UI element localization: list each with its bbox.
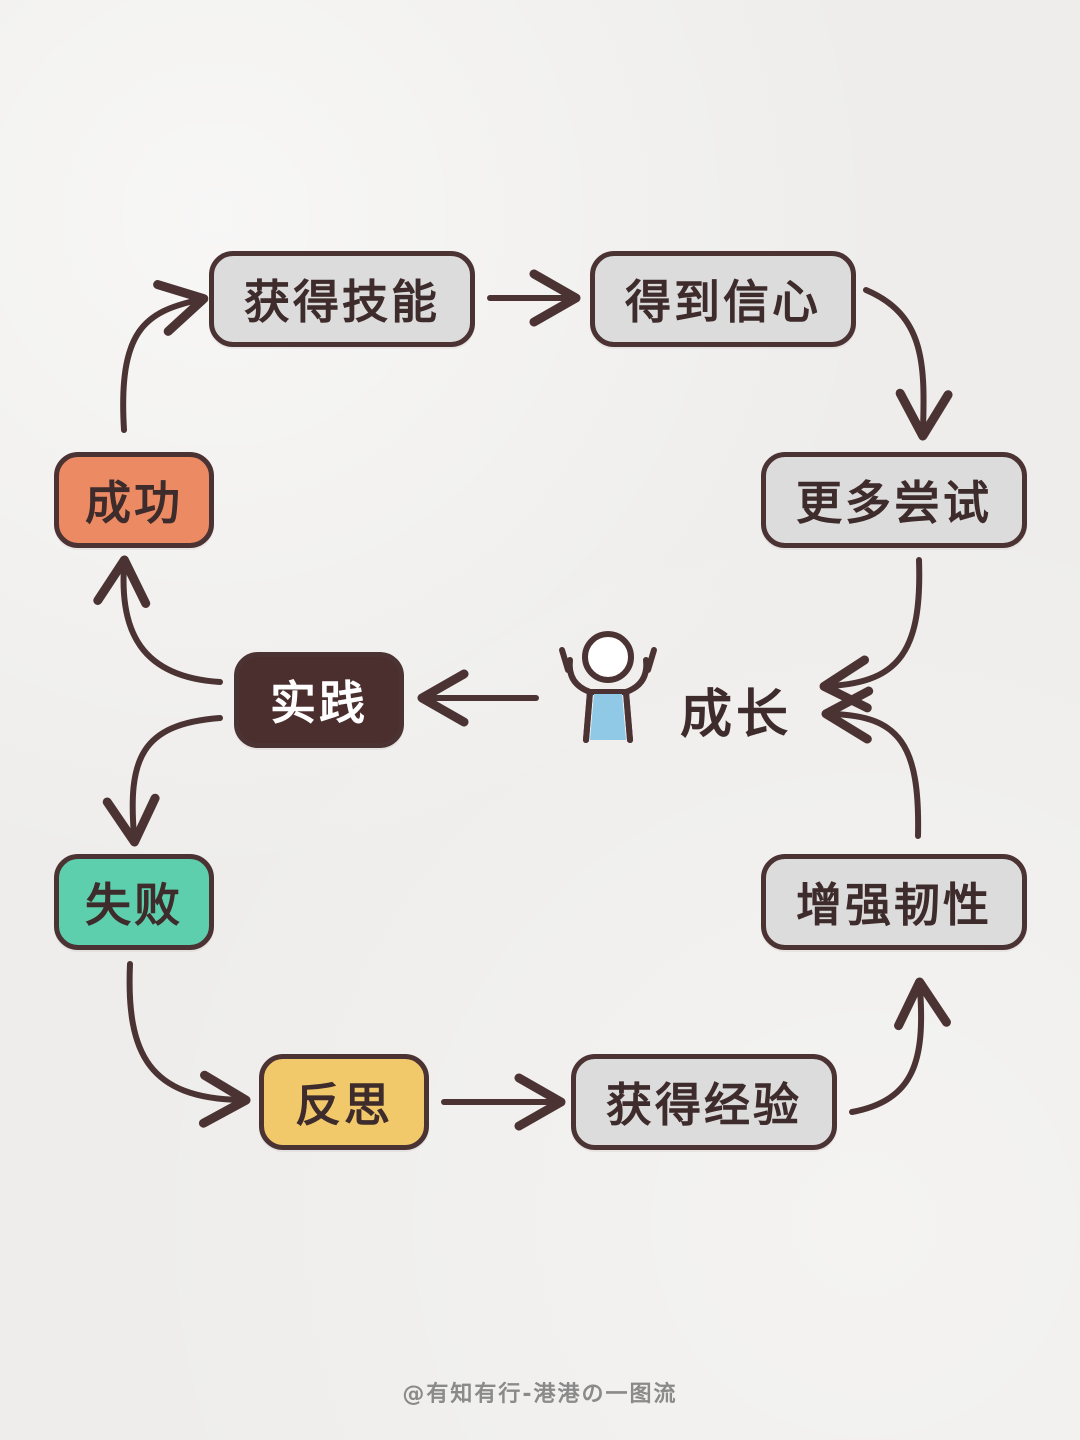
node-enhance-resilience-label: 增强韧性 — [796, 878, 992, 932]
arrow-experience-to-resilience — [849, 977, 951, 1115]
node-gain-skills: 获得技能 — [209, 251, 475, 347]
node-gain-skills-label: 获得技能 — [244, 275, 440, 329]
node-failure-label: 失败 — [85, 878, 183, 932]
arrow-success-to-skills — [120, 280, 209, 433]
node-gain-confidence: 得到信心 — [590, 251, 856, 347]
node-reflect-label: 反思 — [295, 1078, 393, 1132]
arrow-failure-to-reflect — [126, 961, 251, 1128]
arrow-more-tries-to-growth — [819, 557, 923, 713]
node-more-tries: 更多尝试 — [761, 452, 1027, 548]
node-reflect: 反思 — [259, 1054, 429, 1150]
node-success: 成功 — [54, 452, 214, 548]
node-failure: 失败 — [54, 854, 214, 950]
growth-label: 成长 — [680, 685, 793, 745]
node-gain-experience-label: 获得经验 — [606, 1078, 802, 1132]
node-gain-experience: 获得经验 — [571, 1054, 837, 1150]
node-gain-confidence-label: 得到信心 — [625, 275, 821, 329]
node-practice-label: 实践 — [270, 676, 368, 730]
arrow-practice-to-failure — [102, 715, 223, 847]
node-enhance-resilience: 增强韧性 — [761, 854, 1027, 950]
stick-figure-icon — [559, 631, 657, 743]
arrow-resilience-to-growth — [821, 686, 922, 839]
arrow-practice-to-success — [93, 555, 223, 685]
node-more-tries-label: 更多尝试 — [796, 476, 992, 530]
node-success-label: 成功 — [85, 476, 183, 530]
node-practice: 实践 — [234, 652, 404, 748]
footer-credit: @有知有行-港港の一图流 — [402, 1382, 678, 1407]
arrow-confidence-to-more-tries — [863, 287, 953, 441]
